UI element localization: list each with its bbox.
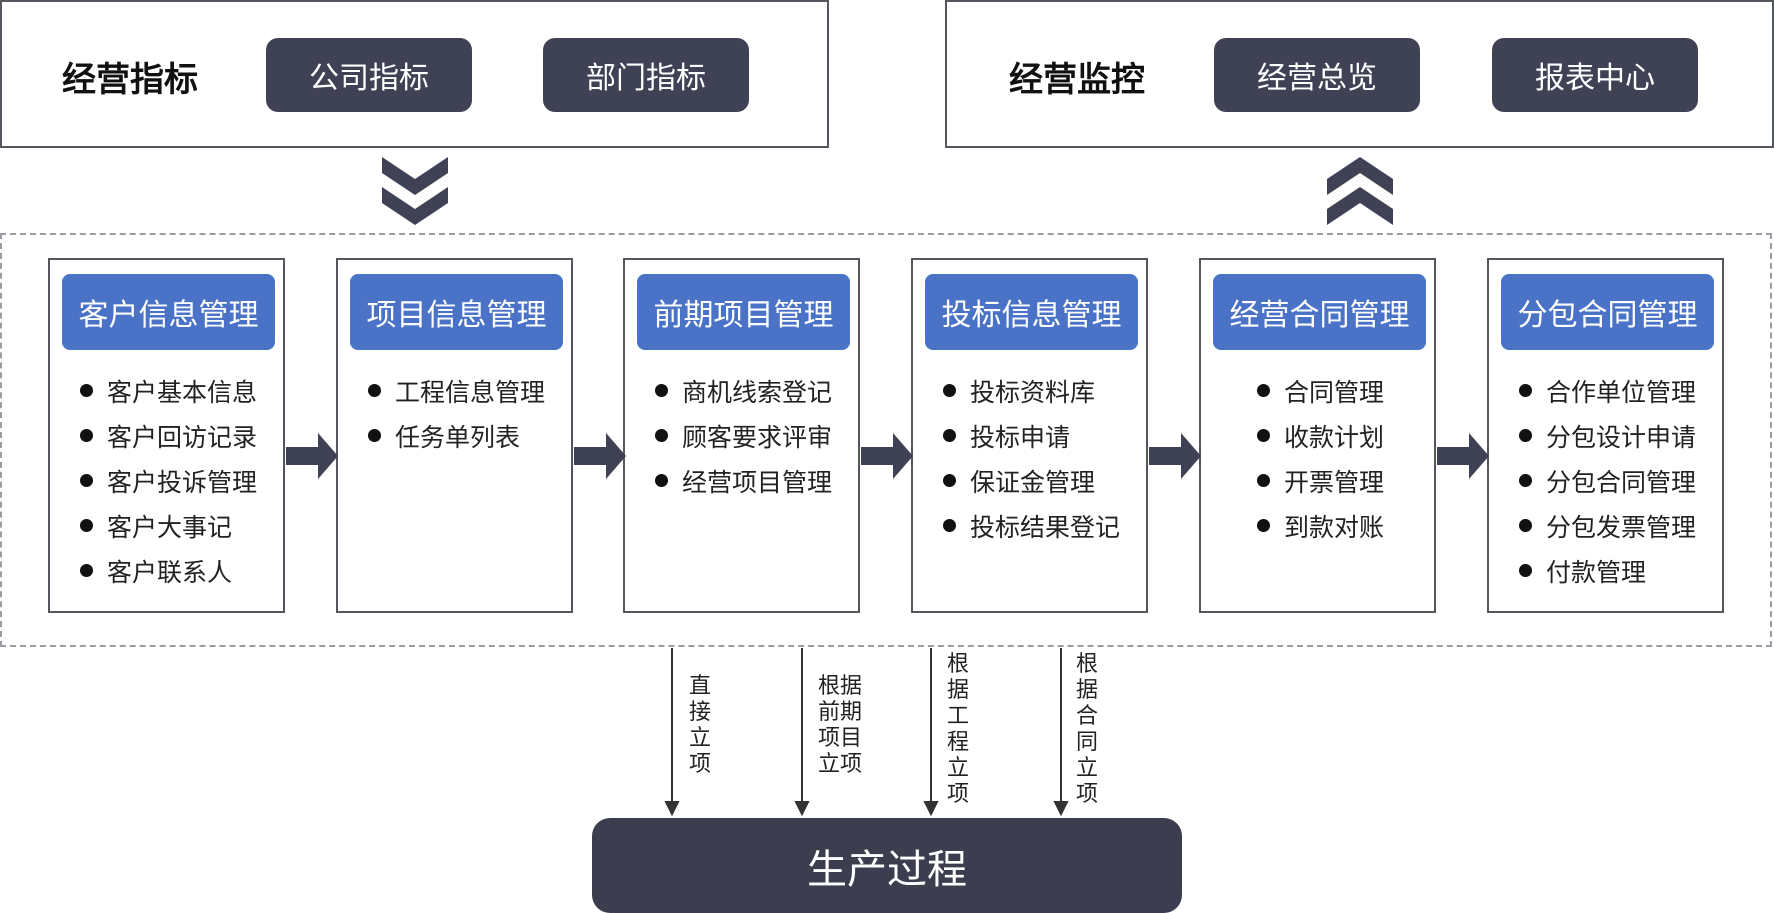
bullet-icon	[943, 384, 956, 397]
chevron-down-icon	[382, 157, 448, 225]
bullet-icon	[943, 519, 956, 532]
bullet-icon	[1257, 384, 1270, 397]
list-item[interactable]: 客户投诉管理	[80, 458, 257, 503]
bullet-icon	[655, 474, 668, 487]
bullet-icon	[1519, 429, 1532, 442]
business-indicators-title: 经营指标	[62, 60, 198, 100]
list-item[interactable]: 合作单位管理	[1519, 368, 1696, 413]
business-indicators-panel: 经营指标 公司指标 部门指标	[0, 0, 829, 148]
company-indicators-button[interactable]: 公司指标	[266, 38, 472, 112]
list-item[interactable]: 商机线索登记	[655, 368, 832, 413]
list-item[interactable]: 经营项目管理	[655, 458, 832, 503]
bullet-icon	[943, 429, 956, 442]
module-header[interactable]: 分包合同管理	[1501, 274, 1714, 350]
bullet-icon	[943, 474, 956, 487]
flow-label-direct: 直接立项	[689, 674, 712, 777]
arrow-down-icon	[664, 801, 680, 817]
module-preliminary-project: 前期项目管理 商机线索登记 顾客要求评审 经营项目管理	[623, 258, 860, 613]
bullet-icon	[80, 474, 93, 487]
bullet-icon	[655, 384, 668, 397]
bullet-icon	[655, 429, 668, 442]
bullet-icon	[1257, 429, 1270, 442]
bullet-icon	[1257, 474, 1270, 487]
list-item[interactable]: 开票管理	[1257, 458, 1384, 503]
list-item[interactable]: 客户联系人	[80, 548, 257, 593]
production-process-box[interactable]: 生产过程	[592, 818, 1182, 913]
arrow-down-icon	[794, 801, 810, 817]
bullet-icon	[368, 429, 381, 442]
business-monitoring-title: 经营监控	[1009, 60, 1145, 100]
module-header[interactable]: 投标信息管理	[925, 274, 1138, 350]
bullet-icon	[80, 564, 93, 577]
module-header[interactable]: 经营合同管理	[1213, 274, 1426, 350]
bullet-icon	[1519, 564, 1532, 577]
list-item[interactable]: 工程信息管理	[368, 368, 545, 413]
list-item[interactable]: 合同管理	[1257, 368, 1384, 413]
flow-label-preliminary: 根据前期项目立项	[818, 674, 863, 777]
chevron-up-icon	[1327, 157, 1393, 225]
module-bidding-info: 投标信息管理 投标资料库 投标申请 保证金管理 投标结果登记	[911, 258, 1148, 613]
bullet-icon	[1519, 519, 1532, 532]
list-item[interactable]: 分包发票管理	[1519, 503, 1696, 548]
list-item[interactable]: 任务单列表	[368, 413, 545, 458]
arrow-down-icon	[923, 801, 939, 817]
report-center-button[interactable]: 报表中心	[1492, 38, 1698, 112]
flow-label-contract: 根据合同立项	[1076, 652, 1099, 807]
list-item[interactable]: 客户大事记	[80, 503, 257, 548]
bullet-icon	[1519, 384, 1532, 397]
list-item[interactable]: 分包设计申请	[1519, 413, 1696, 458]
module-business-contract: 经营合同管理 合同管理 收款计划 开票管理 到款对账	[1199, 258, 1436, 613]
bullet-icon	[80, 519, 93, 532]
business-modules-zone	[0, 233, 1772, 647]
list-item[interactable]: 收款计划	[1257, 413, 1384, 458]
module-subcontract: 分包合同管理 合作单位管理 分包设计申请 分包合同管理 分包发票管理 付款管理	[1487, 258, 1724, 613]
module-header[interactable]: 前期项目管理	[637, 274, 850, 350]
list-item[interactable]: 保证金管理	[943, 458, 1120, 503]
bullet-icon	[80, 429, 93, 442]
bullet-icon	[368, 384, 381, 397]
list-item[interactable]: 顾客要求评审	[655, 413, 832, 458]
business-overview-button[interactable]: 经营总览	[1214, 38, 1420, 112]
list-item[interactable]: 客户基本信息	[80, 368, 257, 413]
list-item[interactable]: 投标申请	[943, 413, 1120, 458]
bullet-icon	[1519, 474, 1532, 487]
arrow-down-icon	[1053, 801, 1069, 817]
module-header[interactable]: 客户信息管理	[62, 274, 275, 350]
list-item[interactable]: 付款管理	[1519, 548, 1696, 593]
module-header[interactable]: 项目信息管理	[350, 274, 563, 350]
business-monitoring-panel: 经营监控 经营总览 报表中心	[945, 0, 1774, 148]
flow-label-engineering: 根据工程立项	[947, 652, 970, 807]
module-project-info: 项目信息管理 工程信息管理 任务单列表	[336, 258, 573, 613]
bullet-icon	[80, 384, 93, 397]
list-item[interactable]: 到款对账	[1257, 503, 1384, 548]
department-indicators-button[interactable]: 部门指标	[543, 38, 749, 112]
list-item[interactable]: 投标结果登记	[943, 503, 1120, 548]
list-item[interactable]: 分包合同管理	[1519, 458, 1696, 503]
module-customer-info: 客户信息管理 客户基本信息 客户回访记录 客户投诉管理 客户大事记 客户联系人	[48, 258, 285, 613]
list-item[interactable]: 客户回访记录	[80, 413, 257, 458]
bullet-icon	[1257, 519, 1270, 532]
list-item[interactable]: 投标资料库	[943, 368, 1120, 413]
